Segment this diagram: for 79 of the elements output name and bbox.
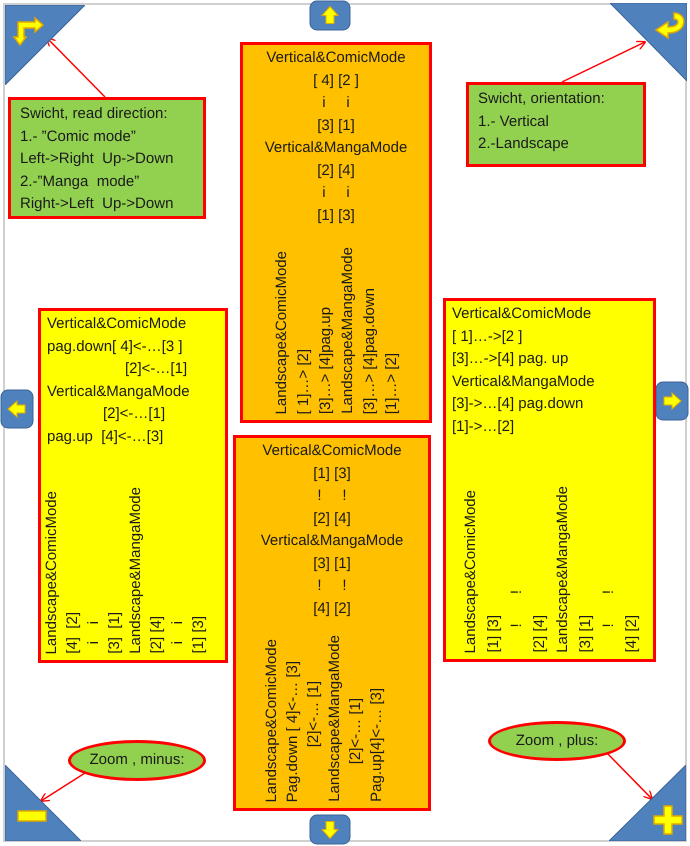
callout-text: Zoom , minus: — [89, 750, 185, 770]
leader-arrow — [46, 36, 106, 98]
callout-box — [8, 97, 206, 219]
text-line: Vertical&ComicMode — [262, 441, 402, 461]
vertical-text-line: [3] [1] — [576, 615, 595, 653]
vertical-text-line: [3] [1] — [105, 612, 124, 654]
vertical-text-line: Landscape&ComicMode — [262, 638, 281, 802]
mode-panel — [38, 308, 228, 663]
callout-text: 1.- ”Comic mode” — [20, 126, 136, 146]
vertical-text-line: Landscape&ComicMode — [461, 490, 480, 653]
callout-text: Zoom , plus: — [516, 730, 598, 751]
text-line: [2]<-…[1] — [103, 404, 166, 424]
text-line: Vertical&ComicMode — [47, 314, 186, 334]
text-line: Vertical&MangaMode — [260, 531, 404, 551]
text-line: i i — [322, 93, 350, 113]
callout-text: Swicht, read direction: — [20, 104, 168, 124]
text-line: ! ! — [317, 486, 347, 506]
vertical-text-line: [2] [4] — [147, 616, 166, 654]
vertical-text-line: Pag.down [ 4]<-… [3] — [283, 660, 302, 802]
vertical-text-line: [4] [2] — [622, 615, 641, 653]
corner-button — [5, 5, 85, 85]
text-line: i i — [322, 183, 350, 203]
vertical-text-line: Pag.up[4]<-… [3] — [367, 688, 386, 802]
text-line: [3]…->[4] pag. up — [452, 349, 568, 369]
text-line: [2] [4] — [317, 160, 355, 180]
vertical-text-line: [1]…> [2] — [382, 352, 401, 414]
callout-box — [466, 82, 646, 167]
vertical-text-line: [3]…> [4]pag.down — [360, 288, 379, 414]
mode-panel — [443, 298, 656, 662]
text-line: [3] [1] — [313, 554, 351, 574]
text-line: Vertical&ComicMode — [266, 48, 406, 68]
vertical-text-line: [2] [4] — [530, 615, 549, 653]
text-line: [2]<-…[1] — [125, 359, 188, 379]
vertical-text-line: Landscape&ComicMode — [42, 490, 61, 654]
callout-text: 2.-Landscape — [478, 134, 569, 154]
text-line: Vertical&MangaMode — [47, 382, 190, 402]
leader-arrow — [40, 772, 86, 802]
text-line: [2] [4] — [313, 508, 351, 528]
text-line: [3]->…[4] pag.down — [452, 394, 584, 414]
text-line: [ 1]…->[2 ] — [452, 326, 522, 346]
text-line: ! ! — [317, 576, 347, 596]
vertical-text-line: Landscape&MangaMode — [126, 487, 145, 654]
vertical-text-line: i i — [84, 620, 103, 644]
vertical-text-line: Landscape&MangaMode — [325, 635, 344, 802]
callout-text: Swicht, orientation: — [478, 89, 605, 109]
vertical-text-line: [1] [3] — [484, 615, 503, 653]
vertical-text-line: ! ! — [507, 590, 526, 628]
text-line: Vertical&MangaMode — [452, 372, 595, 392]
text-line: pag.down[ 4]<-…[3 ] — [47, 336, 182, 356]
text-line: [1] [3] — [313, 464, 351, 484]
text-line: pag.up [4]<-…[3] — [47, 426, 164, 446]
callout-text: Left->Right Up->Down — [20, 149, 174, 169]
text-line: Vertical&MangaMode — [264, 138, 408, 158]
text-line: [4] [2] — [313, 598, 351, 618]
text-line: Vertical&ComicMode — [452, 304, 592, 324]
text-line: [ 4] [2 ] — [313, 70, 359, 90]
text-line: [1] [3] — [317, 206, 355, 226]
leader-arrow — [562, 40, 646, 83]
vertical-text-line: [2]<-… [1] — [304, 680, 323, 747]
callout-text: 1.- Vertical — [478, 112, 549, 132]
callout-text: Right->Left Up->Down — [20, 194, 174, 214]
vertical-text-line: ! ! — [599, 590, 618, 628]
corner-button — [5, 765, 81, 841]
vertical-text-line: Landscape&ComicMode — [272, 250, 291, 414]
vertical-text-line: i i — [168, 620, 187, 644]
vertical-text-line: [2]<-… [1] — [346, 698, 365, 764]
vertical-text-line: [4] [2] — [63, 612, 82, 654]
mode-panel — [240, 42, 432, 423]
corner-button — [609, 765, 686, 841]
mode-panel — [233, 435, 431, 811]
vertical-text-line: [ 1]…> [2] — [294, 348, 313, 414]
text-line: [3] [1] — [317, 116, 355, 136]
corner-button — [610, 3, 687, 81]
vertical-text-line: Landscape&MangaMode — [338, 247, 357, 414]
vertical-text-line: [1] [3] — [189, 616, 208, 654]
vertical-text-line: [3]…> [4]pag.up — [316, 306, 335, 414]
vertical-text-line: Landscape&MangaMode — [553, 486, 572, 653]
text-line: [1]->…[2] — [452, 416, 514, 436]
callout-text: 2.-”Manga mode” — [20, 172, 140, 192]
